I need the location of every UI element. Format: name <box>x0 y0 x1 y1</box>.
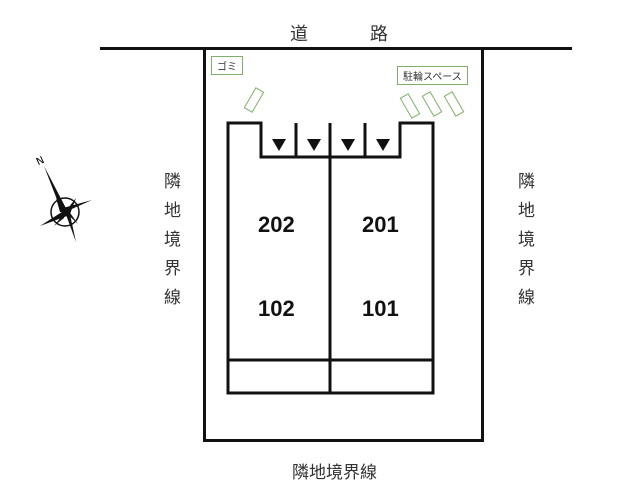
bike-space-area: 駐輪スペース <box>397 66 468 85</box>
unit-101: 101 <box>362 296 399 321</box>
road-label-2: 路 <box>370 24 388 45</box>
road-label-1: 道 <box>290 24 308 45</box>
unit-102: 102 <box>258 296 295 321</box>
left-boundary-label: 隣地境界線 <box>160 172 180 317</box>
unit-201: 201 <box>362 212 399 237</box>
garbage-area: ゴミ <box>211 56 243 75</box>
unit-202: 202 <box>258 212 295 237</box>
bottom-boundary-label: 隣地境界線 <box>292 463 377 483</box>
road-line <box>100 47 572 50</box>
compass-icon: N <box>35 155 92 242</box>
svg-text:N: N <box>35 155 46 168</box>
lot-boundary <box>203 47 484 442</box>
right-boundary-label: 隣地境界線 <box>514 172 534 317</box>
